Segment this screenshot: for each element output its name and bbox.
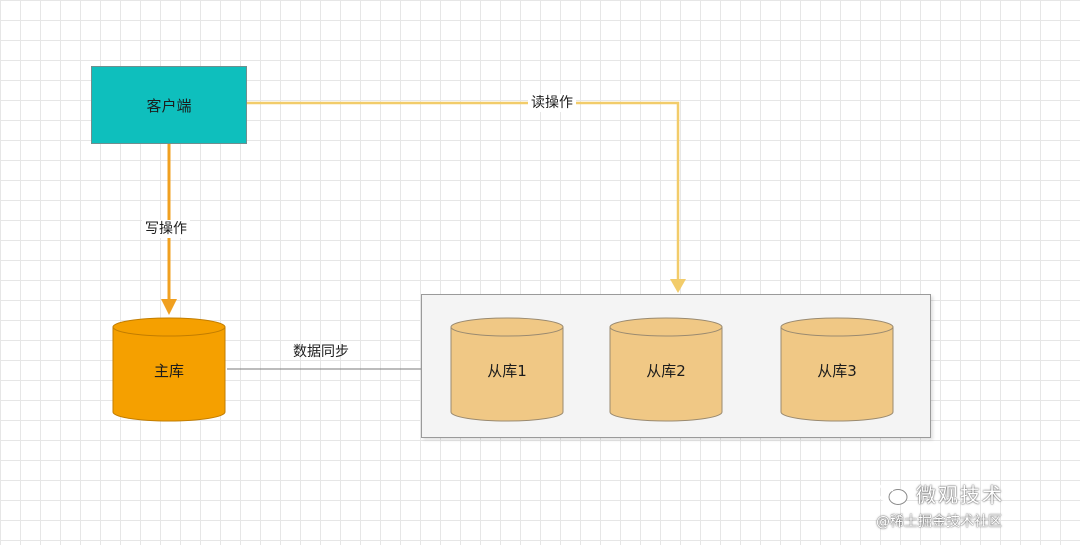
- replica-db-3-top: [780, 317, 894, 337]
- client-node-label: 客户端: [146, 96, 192, 115]
- write-arrowhead: [161, 299, 177, 315]
- master-db-top: [112, 317, 226, 337]
- sync-edge-label: 数据同步: [293, 344, 349, 360]
- write-edge-label: 写操作: [142, 220, 190, 238]
- watermark-community: @稀土掘金技术社区: [876, 514, 1002, 530]
- client-node: 客户端: [91, 66, 247, 144]
- master-db: [112, 317, 226, 422]
- read-arrowhead: [670, 279, 686, 293]
- replica-db-2: [609, 317, 723, 422]
- wechat-icon: [877, 482, 908, 505]
- replica-db-3-body: [780, 326, 894, 422]
- replica-db-1-body: [450, 326, 564, 422]
- replica-db-1-top: [450, 317, 564, 337]
- watermark: 微观技术 @稀土掘金技术社区: [876, 473, 1066, 533]
- read-arrow-line: [247, 101, 680, 280]
- replica-db-3: [780, 317, 894, 422]
- watermark-brand: 微观技术: [916, 483, 1004, 507]
- replica-db-2-body: [609, 326, 723, 422]
- read-edge-label: 读操作: [528, 94, 576, 112]
- replica-db-1: [450, 317, 564, 422]
- master-db-body: [112, 326, 226, 422]
- replica-db-2-top: [609, 317, 723, 337]
